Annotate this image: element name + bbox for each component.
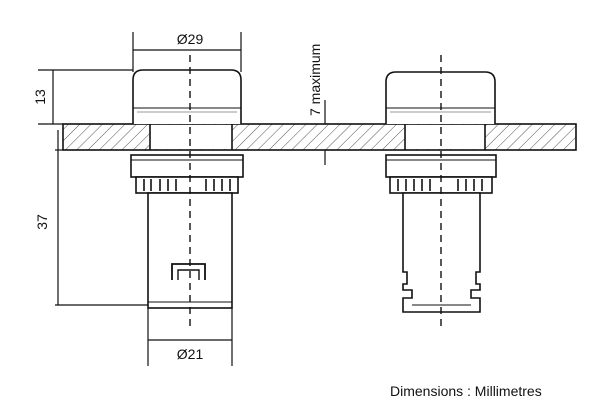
units-caption: Dimensions : Millimetres [390,383,542,399]
right-pushbutton-component [385,55,497,330]
dimension-bottom-diameter [147,308,233,366]
dimension-head-height [38,69,133,125]
left-pushbutton-component [130,55,244,330]
dimension-top-diameter [132,32,242,72]
mounting-panel [62,123,577,151]
panel-thickness-label: 7 maximum [307,44,323,116]
dimension-body-height [55,130,148,306]
bottom-diameter-label: Ø21 [177,346,204,362]
head-height-label: 13 [32,89,48,105]
body-height-label: 37 [34,214,50,230]
top-diameter-label: Ø29 [177,31,204,47]
